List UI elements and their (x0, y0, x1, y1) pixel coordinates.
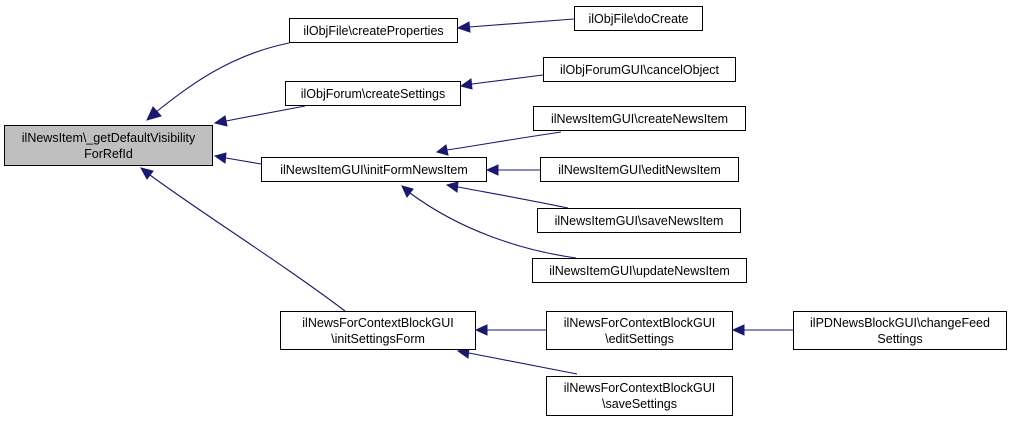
node-save-settings[interactable]: ilNewsForContextBlockGUI \saveSettings (546, 376, 733, 416)
node-edit-settings[interactable]: ilNewsForContextBlockGUI \editSettings (546, 311, 733, 350)
node-label: ilPDNewsBlockGUI\changeFeed (810, 315, 990, 330)
node-label: ilNewsItem\_getDefaultVisibility (21, 130, 196, 145)
node-label: ilNewsForContextBlockGUI (563, 381, 716, 395)
node-init-form-news-item[interactable]: ilNewsItemGUI\initFormNewsItem (261, 157, 487, 182)
node-label: Settings (877, 331, 923, 346)
edge-create-properties-to-root (155, 42, 290, 113)
edge-arrow-update-news-item-to-init-form (401, 185, 414, 198)
edge-create-settings-to-root (225, 105, 306, 122)
node-label: ilNewsItemGUI\editNewsItem (558, 162, 721, 177)
node-change-feed-settings[interactable]: ilPDNewsBlockGUI\changeFeed Settings (793, 311, 1007, 350)
node-label: ilObjForum\createSettings (300, 86, 446, 101)
edge-create-news-item-to-init-form (446, 131, 562, 151)
edge-arrow-init-settings-form-to-root (140, 167, 154, 180)
edge-arrow-edit-settings-to-init-settings-form (474, 324, 488, 336)
node-cancel-object[interactable]: ilObjForumGUI\cancelObject (543, 57, 736, 82)
edge-cancel-object-to-create-settings (471, 74, 544, 85)
edge-save-settings-to-init-settings-form (468, 352, 578, 375)
node-label: ForRefId (84, 146, 133, 161)
node-label: \editSettings (605, 331, 674, 346)
edge-init-form-to-root (225, 157, 262, 165)
node-label: ilNewsForContextBlockGUI (302, 315, 454, 330)
node-label: ilNewsForContextBlockGUI (563, 315, 716, 330)
node-do-create[interactable]: ilObjFile\doCreate (574, 6, 703, 31)
node-label: ilNewsItemGUI\saveNewsItem (554, 213, 724, 228)
node-label: ilNewsItemGUI\initFormNewsItem (280, 162, 468, 177)
edge-arrow-init-form-to-root (213, 152, 227, 164)
node-save-news-item[interactable]: ilNewsItemGUI\saveNewsItem (537, 208, 741, 233)
edge-arrow-edit-news-item-to-init-form (485, 164, 499, 176)
node-update-news-item[interactable]: ilNewsItemGUI\updateNewsItem (532, 258, 747, 283)
edge-arrow-create-news-item-to-init-form (435, 144, 449, 156)
node-create-news-item[interactable]: ilNewsItemGUI\createNewsItem (533, 106, 746, 131)
edge-save-news-item-to-init-form (457, 186, 569, 209)
node-label: ilNewsItemGUI\createNewsItem (550, 111, 729, 126)
node-create-properties[interactable]: ilObjFile\createProperties (289, 18, 458, 43)
edge-arrow-do-create-to-create-properties (456, 21, 471, 33)
node-label: ilNewsItemGUI\updateNewsItem (549, 263, 730, 278)
node-label: ilObjFile\doCreate (588, 11, 689, 26)
node-label: ilObjForumGUI\cancelObject (559, 62, 720, 77)
node-label: \initSettingsForm (331, 331, 425, 346)
node-init-settings-form[interactable]: ilNewsForContextBlockGUI \initSettingsFo… (280, 311, 476, 350)
node-label: \saveSettings (601, 397, 678, 411)
edge-arrow-cancel-object-to-create-settings (459, 78, 473, 90)
node-edit-news-item[interactable]: ilNewsItemGUI\editNewsItem (540, 157, 739, 182)
edge-do-create-to-create-properties (468, 18, 575, 28)
edge-update-news-item-to-init-form (409, 192, 577, 259)
node-label: ilObjFile\createProperties (303, 23, 444, 38)
edge-init-settings-form-to-root (149, 174, 346, 312)
node-root-get-default-visibility: ilNewsItem\_getDefaultVisibility ForRefI… (4, 125, 213, 166)
edge-arrow-create-properties-to-root (146, 106, 162, 121)
node-create-settings[interactable]: ilObjForum\createSettings (285, 81, 461, 106)
edge-arrow-save-news-item-to-init-form (445, 181, 459, 193)
edge-arrow-change-feed-to-edit-settings (731, 324, 745, 336)
edge-arrow-create-settings-to-root (213, 115, 228, 127)
